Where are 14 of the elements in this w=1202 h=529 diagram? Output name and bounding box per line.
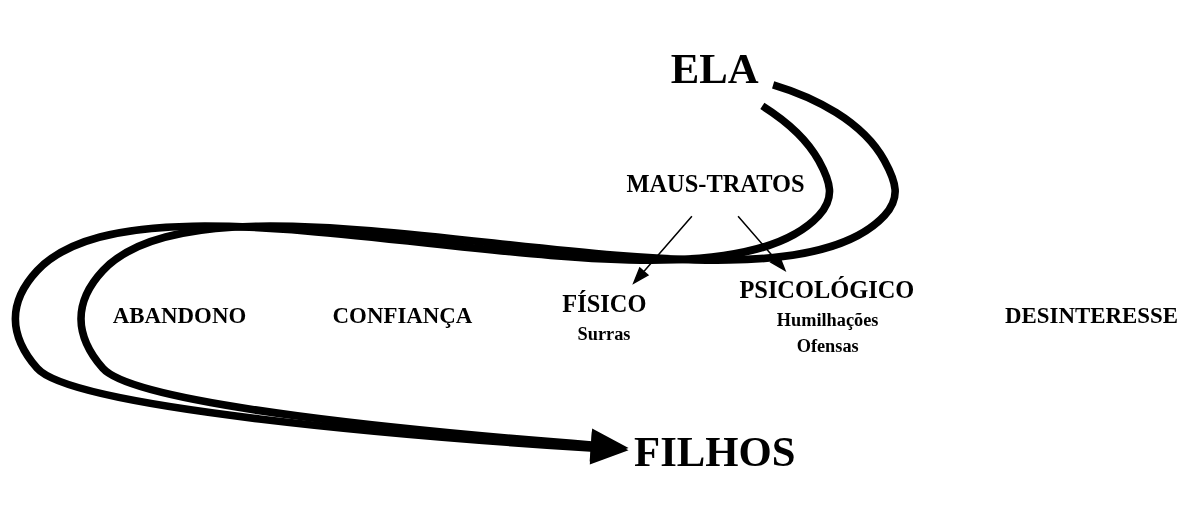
arrow bbox=[77, 81, 899, 462]
node-label: Ofensas bbox=[796, 336, 859, 357]
label: DESINTERESSE bbox=[1005, 303, 1178, 329]
node-text: PSICOLÓGICO bbox=[739, 275, 915, 303]
label: ABANDONO bbox=[112, 303, 247, 329]
arrow bbox=[737, 215, 787, 272]
node-text: ELA bbox=[670, 44, 759, 92]
node-text: FÍSICO bbox=[562, 289, 647, 317]
label: CONFIANÇA bbox=[332, 303, 473, 329]
arrow bbox=[632, 215, 693, 285]
node-label: Humilhações bbox=[776, 310, 879, 331]
node-text: FILHOS bbox=[634, 427, 796, 475]
node-label: Surras bbox=[577, 324, 631, 345]
node-text: MAUS-TRATOS bbox=[626, 170, 805, 198]
